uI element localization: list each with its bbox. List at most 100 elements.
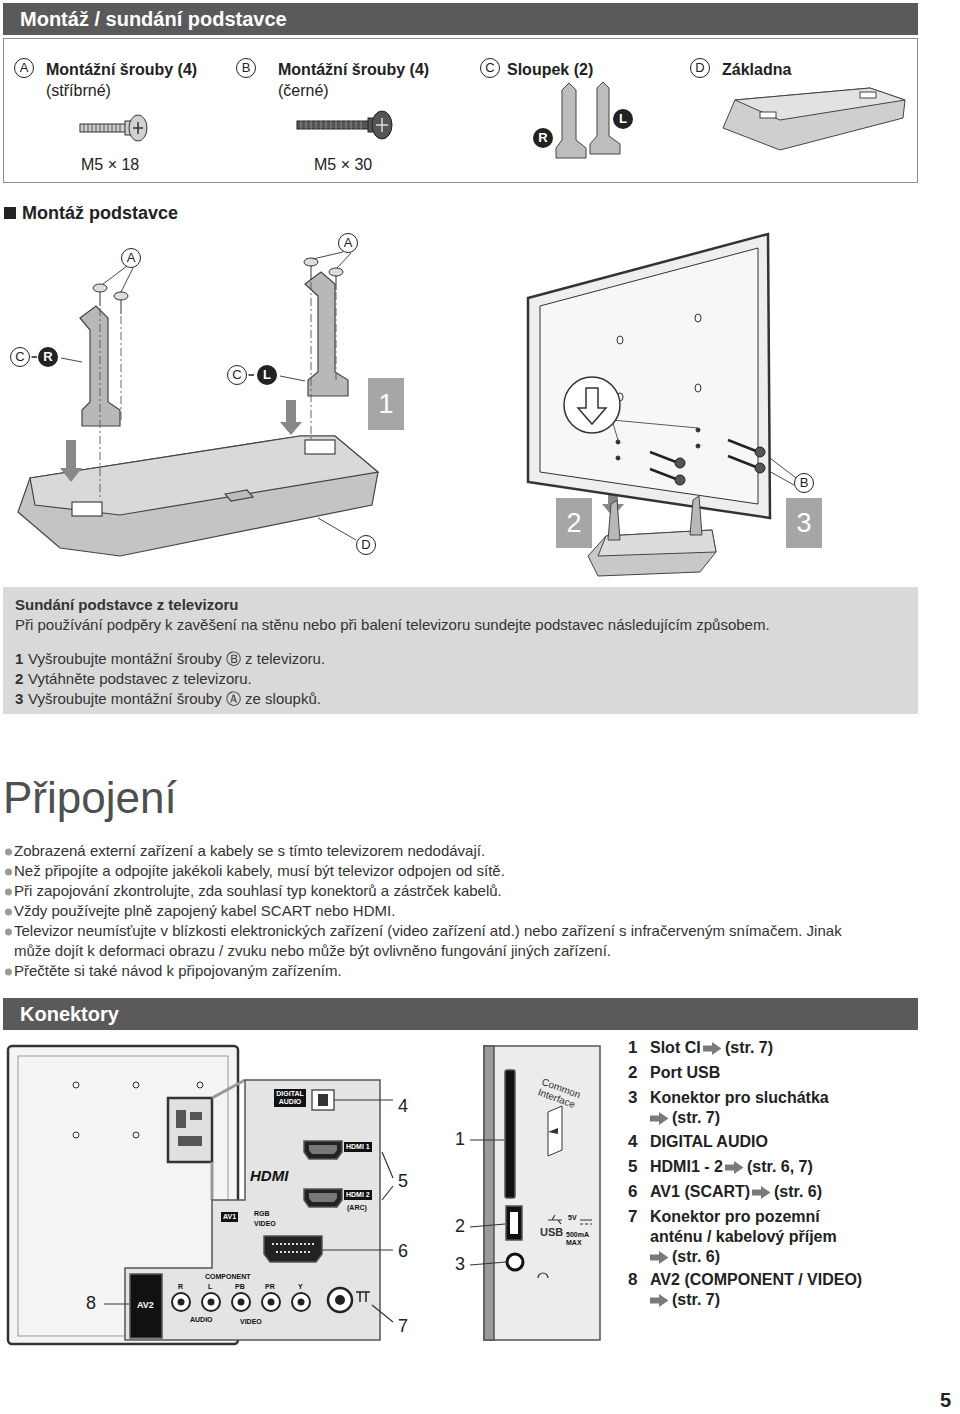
note-heading: Sundání podstavce z televizoru: [15, 595, 238, 614]
connector-panel: [309, 1193, 337, 1202]
bullet-dot: [5, 969, 12, 976]
list-text: Konektor pro pozemní anténu / kabelový p…: [650, 1207, 865, 1247]
part-detail: M5 × 18: [81, 155, 139, 174]
tv-back-small: [8, 1046, 238, 1344]
list-number: 6: [628, 1181, 637, 1202]
list-text: AV1 (SCART): [650, 1182, 750, 1202]
port-label: HDMI 2: [344, 1190, 372, 1200]
bullet-note: Než připojíte a odpojíte jakékoli kabely…: [14, 861, 505, 881]
tv-back-small: [133, 1132, 139, 1138]
connector-panel: [328, 1288, 352, 1312]
connector-panel: [202, 1293, 220, 1311]
connector-panel: [238, 1299, 245, 1306]
screw-b: [372, 111, 392, 139]
slot-label: Common Interface: [536, 1076, 592, 1114]
side-panel: [484, 1046, 600, 1340]
bullet-note: Televizor neumísťujte v blízkosti elektr…: [14, 921, 849, 961]
callout-number: 5: [398, 1171, 408, 1192]
connector-panel: [268, 1299, 275, 1306]
note-heading: 1: [15, 649, 23, 668]
port-label: 500mA MAX: [566, 1231, 596, 1247]
screw-b: [376, 118, 388, 132]
port-label: AUDIO: [190, 1316, 213, 1324]
stand-small: [690, 496, 702, 535]
side-panel: [548, 1128, 558, 1134]
bullet-dot: [5, 889, 12, 896]
side-panel: [538, 1273, 548, 1278]
tv-back: [616, 440, 620, 444]
page-ref-arrow: [703, 1042, 722, 1055]
connector-panel: [292, 1293, 310, 1311]
page-ref-arrow: [650, 1294, 669, 1307]
port-label: DIGITAL AUDIO: [274, 1089, 306, 1107]
port-label: 5V: [568, 1214, 577, 1222]
page-ref-arrow: [752, 1186, 771, 1199]
band-title: Montáž / sundání podstavce: [20, 7, 287, 31]
part-detail: (stříbrné): [46, 81, 111, 100]
screw-b: [297, 121, 369, 129]
page-ref-arrow: [650, 1294, 669, 1307]
screw-a: [133, 122, 143, 134]
callout-number: 3: [455, 1254, 465, 1275]
part-letter: C: [10, 347, 30, 367]
tv-back-small: [8, 1046, 238, 1344]
list-number: 4: [628, 1131, 637, 1152]
connector-panel: [309, 1145, 337, 1154]
note-text: Vytáhněte podstavec z televizoru.: [28, 669, 252, 688]
port-label: PR: [265, 1283, 275, 1291]
tv-back: [540, 248, 758, 504]
part-name: Montážní šrouby (4): [278, 60, 429, 79]
tv-back: [528, 234, 770, 518]
step-number-text: 3: [786, 498, 822, 548]
side-panel: [506, 1206, 522, 1240]
part-letter: D: [356, 535, 376, 555]
screw-b: [297, 111, 392, 139]
bullet-note: Zobrazená externí zařízení a kabely se s…: [14, 841, 485, 861]
list-number: 2: [628, 1062, 637, 1083]
connector-panel: [172, 1293, 190, 1311]
bullet-dot: [5, 909, 12, 916]
tv-back: [695, 384, 701, 392]
screw-b: [675, 458, 685, 468]
side-panel: [548, 1106, 562, 1156]
page-number: 5: [940, 1388, 951, 1412]
page-ref-arrow: [650, 1251, 669, 1264]
stand-post: [556, 82, 620, 158]
port-label: VIDEO: [254, 1220, 276, 1228]
page-ref-arrow: [725, 1161, 744, 1174]
connector-panel: [232, 1293, 250, 1311]
section-band: Montáž / sundání podstavce: [3, 3, 918, 35]
page-ref-arrow: [752, 1186, 771, 1199]
note-text: Vyšroubujte montážní šrouby Ⓑ z televizo…: [28, 649, 325, 668]
step-number-text: 1: [368, 378, 404, 430]
port-label: USB: [540, 1226, 563, 1238]
tv-back: [696, 428, 700, 432]
part-letter: B: [236, 58, 256, 78]
part-detail: M5 × 30: [314, 155, 372, 174]
zoom-line: [212, 1080, 245, 1200]
page-ref-arrow: [650, 1112, 669, 1125]
part-detail: (černé): [278, 81, 329, 100]
stand-base: [760, 112, 776, 118]
connector-panel: [125, 1080, 380, 1340]
connector-panel: [130, 1274, 162, 1338]
part-letter: R: [533, 128, 553, 148]
screw-a: [121, 300, 122, 314]
connector-panel: [356, 1292, 370, 1302]
screw-b: [755, 447, 765, 457]
stand-base: [305, 440, 335, 454]
note-heading: 2: [15, 669, 23, 688]
screw-a: [100, 292, 101, 306]
stand-base: [723, 88, 905, 150]
leader-line: [104, 1100, 506, 1322]
stand-small: [588, 530, 716, 576]
list-text: Konektor pro sluchátka: [650, 1088, 829, 1108]
bullet-dot: [5, 869, 12, 876]
list-text: Slot CI: [650, 1038, 701, 1058]
list-text: (str. 6): [672, 1247, 720, 1267]
list-text: (str. 6, 7): [747, 1157, 813, 1177]
connector-panel: [304, 1189, 342, 1207]
screw-a: [304, 258, 318, 266]
side-panel: [510, 1212, 518, 1234]
